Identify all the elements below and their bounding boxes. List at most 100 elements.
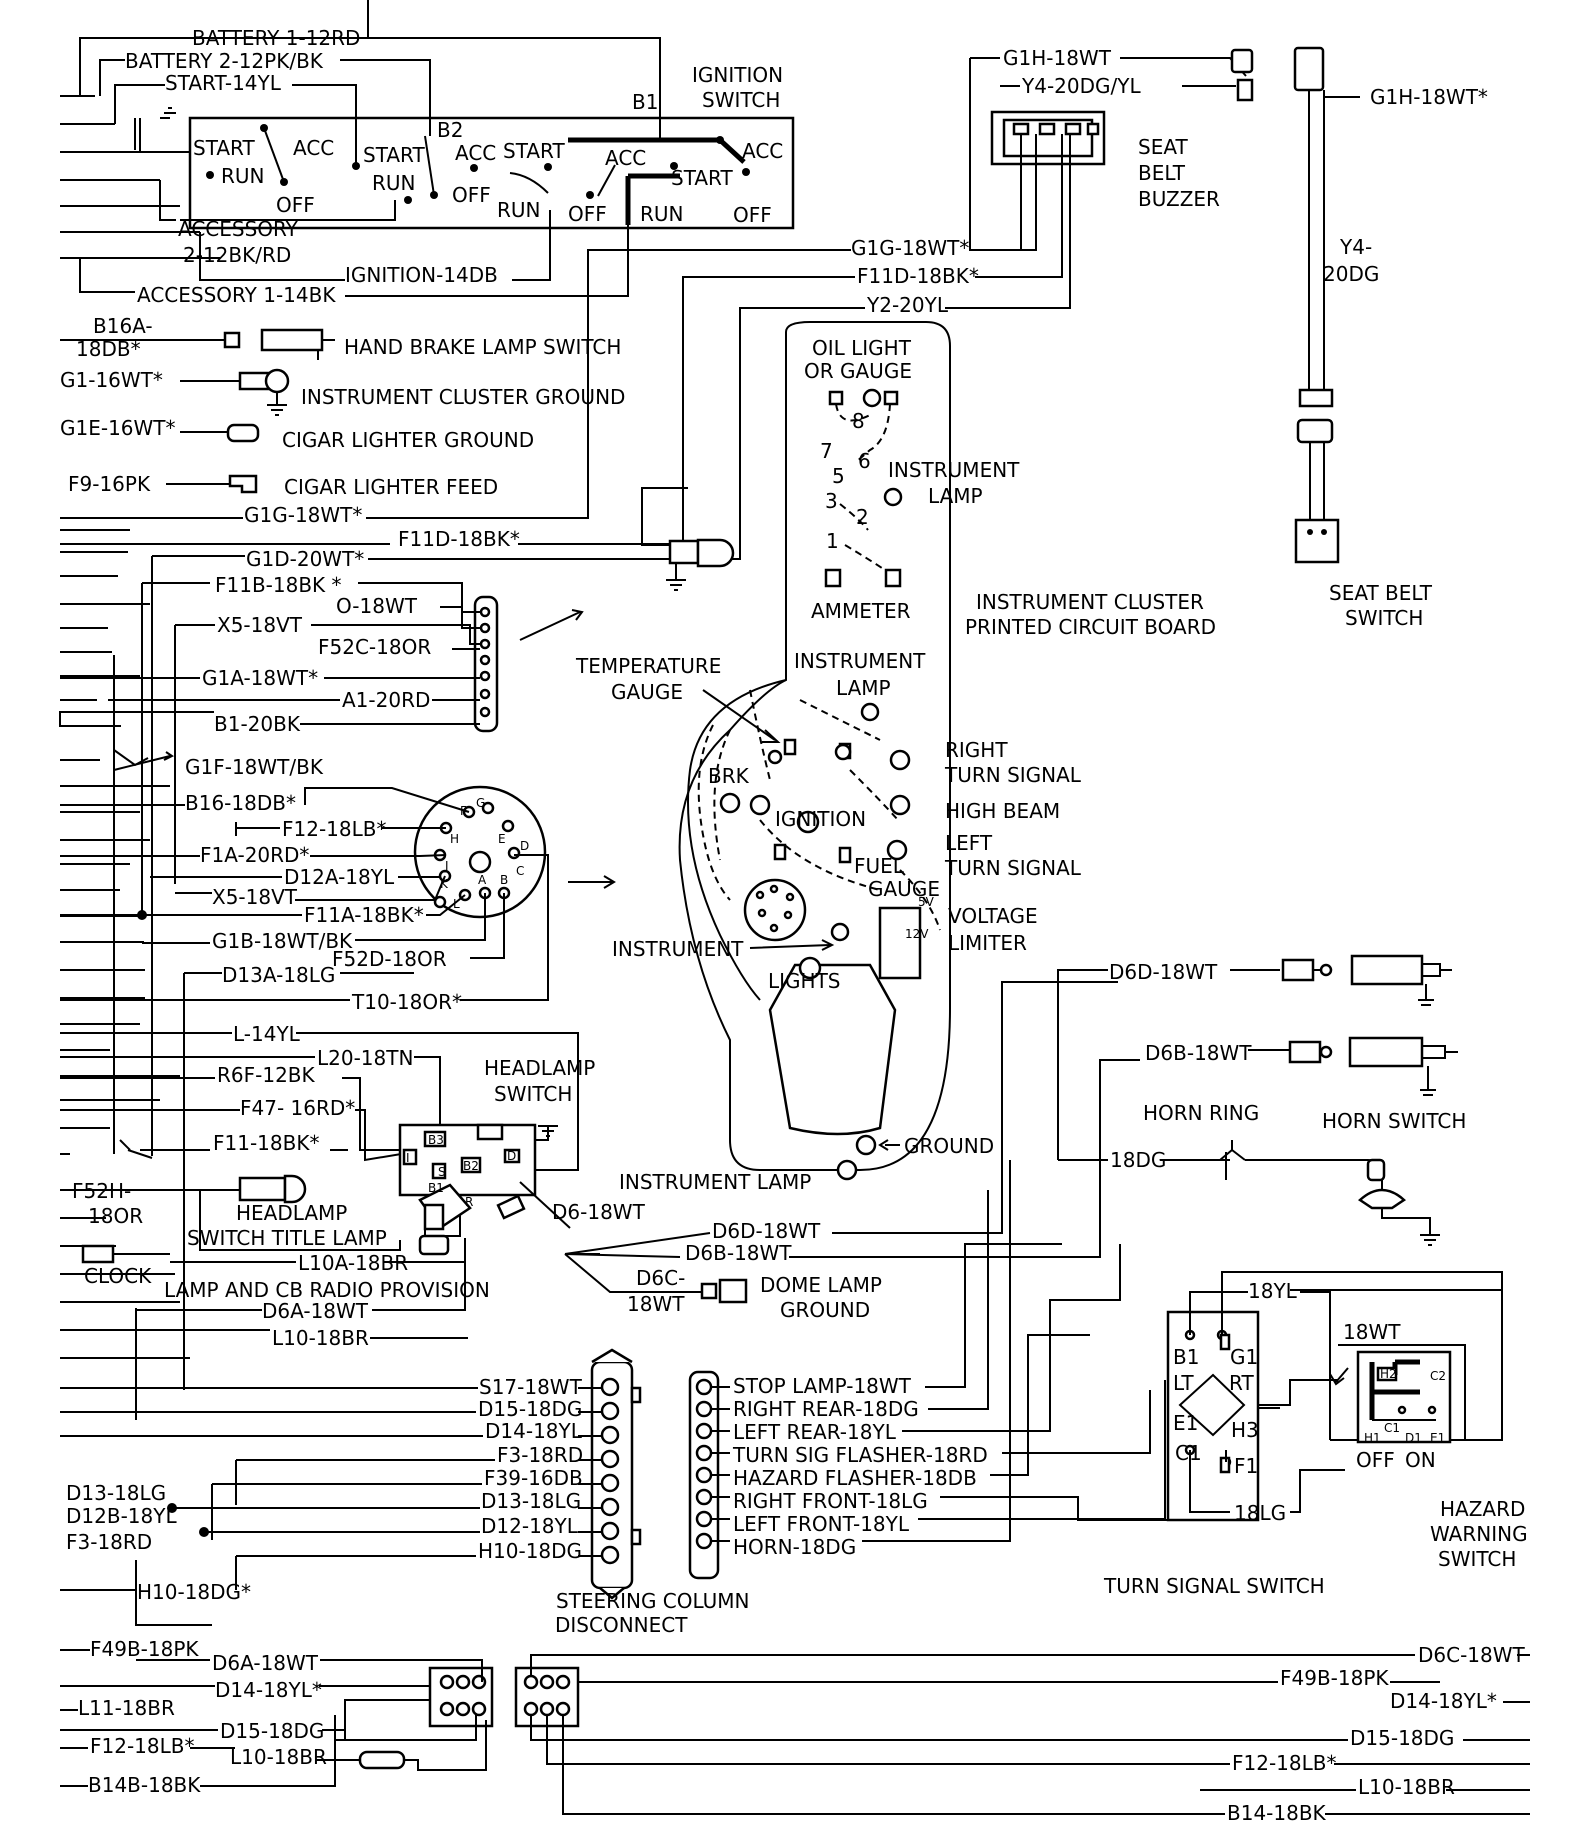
contact-label: ACC [293, 136, 334, 160]
wire-label: B14B-18BK [88, 1773, 201, 1797]
ignition-pin-b1: B1 [632, 90, 658, 114]
wire-label: F11-18BK* [213, 1131, 319, 1155]
seat-belt-buzzer: G1H-18WT Y4-20DG/YL SEAT BELT BUZZER G1G… [851, 46, 1254, 317]
buzzer-pin [1086, 122, 1100, 136]
wire-label: D12A-18YL [284, 865, 395, 889]
wire-label: 2-12BK/RD [183, 243, 291, 267]
wire-label: 18WT [627, 1292, 685, 1316]
wire-label: Y2-20YL [866, 293, 949, 317]
pcb-pin: 8 [852, 409, 865, 433]
horn-contact-icon [1357, 1188, 1407, 1210]
terminal-label: B2 [463, 1159, 479, 1173]
pcb-label: AMMETER [811, 599, 911, 623]
wire-label: D6D-18WT [712, 1219, 821, 1243]
wire-label: RIGHT REAR-18DG [733, 1397, 919, 1421]
pin-label: E [498, 832, 506, 846]
pcb-label: INSTRUMENT [888, 458, 1020, 482]
pcb-pin: 2 [856, 505, 869, 529]
seat-belt-switch: G1H-18WT* Y4- 20DG SEAT BELT SWITCH [1293, 46, 1488, 630]
terminal-label: B1 [428, 1181, 444, 1195]
contact-label: START [193, 136, 255, 160]
buzzer-pin [1038, 122, 1056, 136]
horn-ring-label: HORN RING [1143, 1101, 1259, 1125]
connector-b-center [468, 850, 492, 874]
hazard-terminal: C2 [1430, 1369, 1446, 1383]
wire-label: F11B-18BK * [215, 573, 342, 597]
pcb-label: INSTRUMENT LAMP [619, 1170, 811, 1194]
terminal-label: D [507, 1149, 516, 1163]
wire-label: G1H-18WT [1003, 46, 1112, 70]
wire-label: BATTERY 1-12RD [192, 26, 360, 50]
radio-label: LAMP AND CB RADIO PROVISION [164, 1278, 490, 1302]
horn-switches: D6D-18WT D6B-18WT HORN RING HORN SWITCH … [1057, 954, 1466, 1246]
wire-label: TURN SIG FLASHER-18RD [732, 1443, 988, 1467]
wire-label: X5-18VT [212, 885, 298, 909]
steering-column-disconnect: STEERING COLUMN DISCONNECT S17-18WT D15-… [60, 1160, 1240, 1637]
title-lamp-label-1: HEADLAMP [236, 1201, 347, 1225]
ammeter-plug [668, 539, 700, 565]
terminal-label: B3 [428, 1133, 444, 1147]
wire-label: F49B-18PK [90, 1637, 199, 1661]
pin-label: L [453, 897, 460, 911]
turn-signal-switch: B1 LT G1 RT E1 H3 C1 F1 18YL 18LG TURN S… [1103, 1271, 1503, 1598]
wire-label: F52C-18OR [318, 635, 431, 659]
radio-connector [358, 1750, 406, 1770]
wire-label: B1-20BK [214, 712, 301, 736]
left-side-wire: D12B-18YL [66, 1504, 177, 1528]
wire-label: D6C-18WT [1418, 1643, 1526, 1667]
wire-label: D6A-18WT [262, 1299, 369, 1323]
pcb-title-1: INSTRUMENT CLUSTER [976, 590, 1204, 614]
wire-label: D6C- [636, 1266, 685, 1290]
ground-plug [238, 371, 270, 391]
wire-label: F12-18LB* [1232, 1751, 1336, 1775]
contact-label: OFF [276, 193, 315, 217]
wire-label: D6D-18WT [1109, 960, 1218, 984]
hand-brake-plug [223, 331, 241, 349]
left-edge-wires [60, 95, 220, 1389]
ts-terminal: RT [1229, 1371, 1254, 1395]
left-side-wire: H10-18DG* [137, 1580, 251, 1604]
disconnect-label-2: DISCONNECT [555, 1613, 688, 1637]
ts-terminal: F1 [1234, 1454, 1258, 1478]
wire-label: D6B-18WT [1145, 1041, 1252, 1065]
wire-label: B14-18BK [1227, 1801, 1327, 1825]
pcb-label: LAMP [928, 484, 983, 508]
wire-label: F11A-18BK* [304, 903, 424, 927]
wire-label: L10-18BR [230, 1745, 327, 1769]
ts-wire: 18LG [1234, 1501, 1286, 1525]
wire-label: S17-18WT [479, 1375, 583, 1399]
ground-terminal [855, 1134, 877, 1156]
pcb-title-2: PRINTED CIRCUIT BOARD [965, 615, 1216, 639]
wire-label: D14-18YL* [1390, 1689, 1497, 1713]
wire-label: L20-18TN [317, 1046, 413, 1070]
ignition-lamp-icon [796, 810, 820, 834]
hazard-warning-switch: 18WT H2 C2 H1 C1 D1 E1 OFF ON HAZARD WAR… [1290, 1289, 1528, 1571]
ignition-title-2: SWITCH [702, 88, 780, 112]
contact-label: ACC [605, 146, 646, 170]
wire-label: L10-18BR [272, 1326, 369, 1350]
ts-wire: 18YL [1248, 1279, 1298, 1303]
lighter-ground-icon [226, 423, 260, 443]
headlamp-switch-label-1: HEADLAMP [484, 1056, 595, 1080]
horn-plug [1281, 958, 1315, 982]
pin-label: C [516, 864, 524, 878]
wire-label: 18DG [1110, 1148, 1166, 1172]
pcb-label: INSTRUMENT [612, 937, 744, 961]
title-lamp-label-2: SWITCH TITLE LAMP [187, 1226, 387, 1250]
wire-label: F11D-18BK* [398, 527, 520, 551]
clock-label: CLOCK [84, 1264, 152, 1288]
pin-label: H [450, 832, 459, 846]
contact-label: START [503, 139, 565, 163]
wire-label: Y4-20DG/YL [1021, 74, 1141, 98]
wire-label: R6F-12BK [217, 1063, 316, 1087]
headlamp-switch-area: L-14YL L20-18TN R6F-12BK F47- 16RD* F11-… [60, 981, 1120, 1420]
pcb-label: LIGHTS [768, 969, 841, 993]
pcb-pin: 3 [825, 489, 838, 513]
wire-label: F11D-18BK* [857, 264, 979, 288]
contact-label: OFF [452, 183, 491, 207]
contact-label: RUN [497, 198, 541, 222]
wire-label: B16A- [93, 314, 153, 338]
dome-lamp-ground-plug [718, 1278, 748, 1304]
wire-label: F3-18RD [497, 1443, 583, 1467]
pin-label: D [520, 839, 529, 853]
